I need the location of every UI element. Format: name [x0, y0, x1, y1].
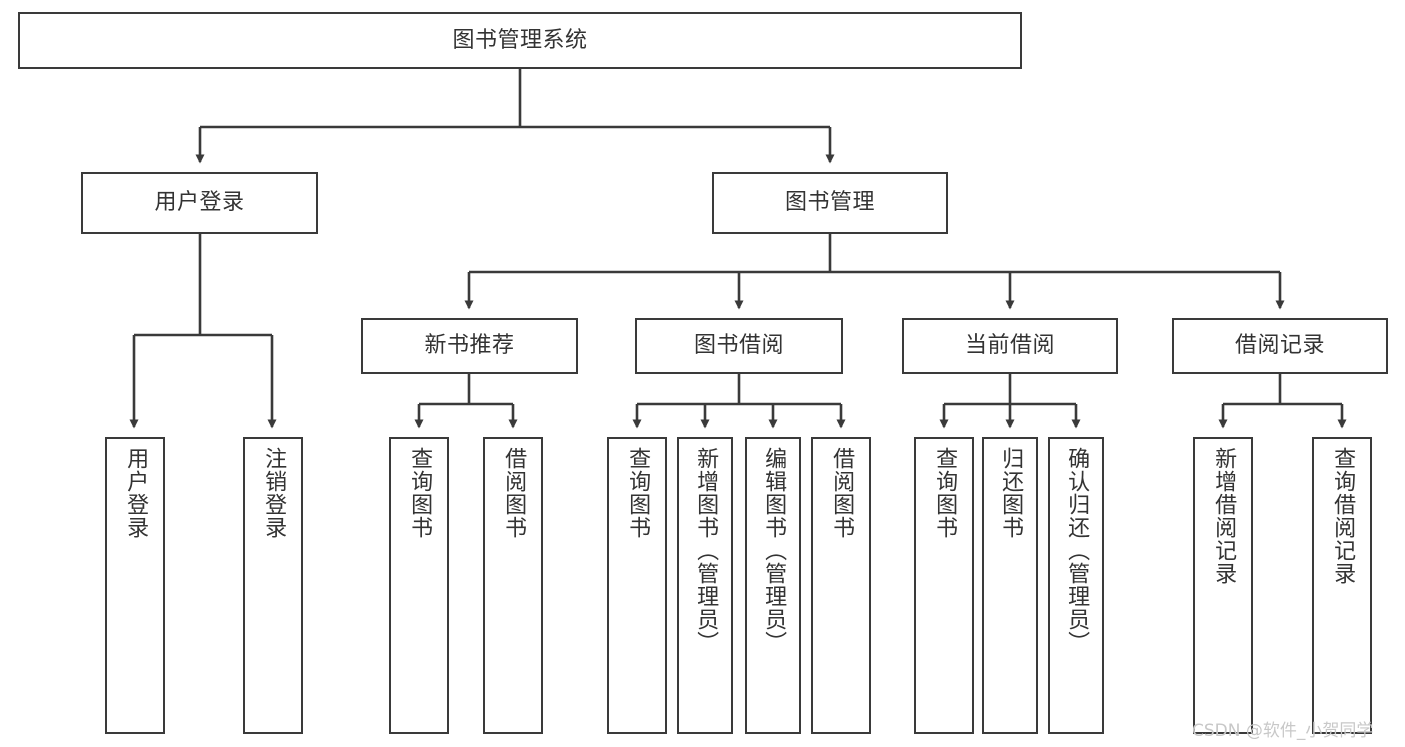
leaf-current-confirm-return[interactable]: 确认归还（管理员） [1048, 437, 1104, 734]
node-label: 借阅图书 [501, 447, 527, 539]
node-label: 用户登录 [154, 190, 245, 216]
node-label: 查询图书 [932, 447, 958, 539]
leaf-borrow-borrow-book[interactable]: 借阅图书 [811, 437, 871, 734]
leaf-user-login-signout[interactable]: 注销登录 [243, 437, 303, 734]
leaf-new-book-borrow[interactable]: 借阅图书 [483, 437, 543, 734]
node-label: 归还图书 [998, 447, 1024, 539]
node-current-borrow[interactable]: 当前借阅 [902, 318, 1118, 374]
node-new-book-recommend[interactable]: 新书推荐 [361, 318, 578, 374]
node-label: 确认归还（管理员） [1064, 447, 1090, 654]
leaf-current-return-book[interactable]: 归还图书 [982, 437, 1038, 734]
node-label: 新增图书（管理员） [693, 447, 719, 654]
csdn-watermark: CSDN @软件_小贺同学 [1192, 721, 1374, 741]
node-label: 编辑图书（管理员） [761, 447, 787, 654]
node-label: 借阅图书 [829, 447, 855, 539]
node-label: 查询借阅记录 [1330, 447, 1356, 585]
node-label: 注销登录 [261, 447, 287, 539]
node-book-management[interactable]: 图书管理 [712, 172, 948, 234]
node-label: 新书推荐 [424, 333, 515, 359]
leaf-records-query-record[interactable]: 查询借阅记录 [1312, 437, 1372, 734]
leaf-current-query-book[interactable]: 查询图书 [914, 437, 974, 734]
node-label: 用户登录 [123, 447, 149, 539]
leaf-borrow-query-book[interactable]: 查询图书 [607, 437, 667, 734]
node-user-login[interactable]: 用户登录 [81, 172, 318, 234]
node-label: 查询图书 [407, 447, 433, 539]
node-label: 图书管理系统 [452, 27, 588, 53]
node-label: 新增借阅记录 [1211, 447, 1237, 585]
leaf-new-book-query[interactable]: 查询图书 [389, 437, 449, 734]
node-label: 查询图书 [625, 447, 651, 539]
node-root-system[interactable]: 图书管理系统 [18, 12, 1022, 69]
node-label: 借阅记录 [1234, 333, 1325, 359]
leaf-user-login-signin[interactable]: 用户登录 [105, 437, 165, 734]
leaf-borrow-add-book[interactable]: 新增图书（管理员） [677, 437, 733, 734]
node-label: 图书借阅 [693, 333, 784, 359]
node-label: 图书管理 [784, 190, 875, 216]
node-borrow-records[interactable]: 借阅记录 [1172, 318, 1388, 374]
node-book-borrow[interactable]: 图书借阅 [635, 318, 843, 374]
node-label: 当前借阅 [964, 333, 1055, 359]
leaf-borrow-edit-book[interactable]: 编辑图书（管理员） [745, 437, 801, 734]
leaf-records-add-record[interactable]: 新增借阅记录 [1193, 437, 1253, 734]
